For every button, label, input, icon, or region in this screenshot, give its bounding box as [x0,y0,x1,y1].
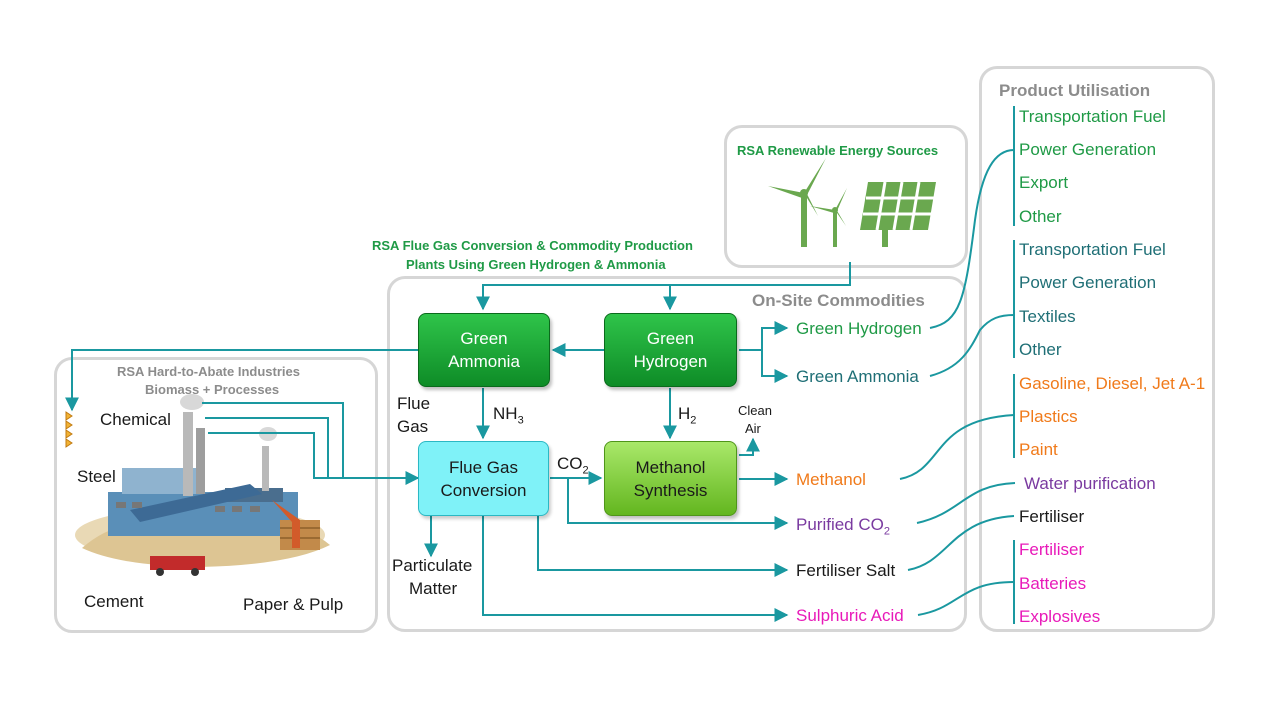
commodity-green-ammonia: Green Ammonia [796,367,919,386]
salt-use-1: Fertiliser [1019,507,1085,526]
industry-label-cement: Cement [84,592,144,611]
particulate-label-line1: Particulate [392,556,473,575]
utilisation-title: Product Utilisation [999,81,1151,100]
acid-use-1: Fertiliser [1019,540,1085,559]
industries-title-line2: Biomass + Processes [145,382,280,397]
hydrogen-use-2: Power Generation [1019,140,1157,159]
flue-gas-label-line2: Gas [397,417,429,436]
industry-label-steel: Steel [77,467,116,486]
utilisation-panel [979,66,1215,632]
flue-gas-conversion-box: Flue Gas Conversion [418,441,549,516]
clean-air-label-line1: Clean [738,403,772,418]
commodity-methanol: Methanol [796,470,866,489]
commodity-purified-co2: Purified CO2 [796,515,890,538]
onsite-title: On-Site Commodities [752,291,925,310]
methanol-use-1: Gasoline, Diesel, Jet A-1 [1019,374,1206,393]
industrial-plant-icon [75,394,330,576]
hydrogen-use-1: Transportation Fuel [1019,107,1166,126]
flame-icon [65,411,73,448]
h2-label: H2 [678,404,697,427]
renewables-title: RSA Renewable Energy Sources [737,143,939,158]
industry-label-paper: Paper & Pulp [243,595,344,614]
green-hydrogen-box: Green Hydrogen [604,313,737,387]
acid-use-3: Explosives [1019,607,1101,626]
solar-panel-icon [860,181,936,247]
ammonia-use-4: Other [1019,340,1062,359]
co2-label: CO2 [557,454,589,477]
plants-title-line2: Plants Using Green Hydrogen & Ammonia [406,257,666,272]
industries-title-line1: RSA Hard-to-Abate Industries [117,364,300,379]
commodity-fertiliser-salt: Fertiliser Salt [796,561,896,580]
flue-gas-label-line1: Flue [397,394,431,413]
methanol-use-3: Paint [1019,440,1058,459]
particulate-label-line2: Matter [409,579,458,598]
industry-label-chemical: Chemical [100,410,171,429]
ammonia-use-2: Power Generation [1019,273,1157,292]
wind-turbine-icon [768,158,847,247]
clean-air-label-line2: Air [745,421,761,436]
methanol-synthesis-box: Methanol Synthesis [604,441,737,516]
hydrogen-use-3: Export [1019,173,1069,192]
co2-use-1: Water purification [1024,474,1156,493]
green-ammonia-box: Green Ammonia [418,313,550,387]
commodity-green-hydrogen: Green Hydrogen [796,319,922,338]
hydrogen-use-4: Other [1019,207,1062,226]
ammonia-use-1: Transportation Fuel [1019,240,1166,259]
acid-use-2: Batteries [1019,574,1087,593]
ammonia-use-3: Textiles [1019,307,1076,326]
commodity-sulphuric-acid: Sulphuric Acid [796,606,904,625]
plants-title-line1: RSA Flue Gas Conversion & Commodity Prod… [372,238,693,253]
methanol-use-2: Plastics [1019,407,1078,426]
nh3-label: NH3 [493,404,524,427]
